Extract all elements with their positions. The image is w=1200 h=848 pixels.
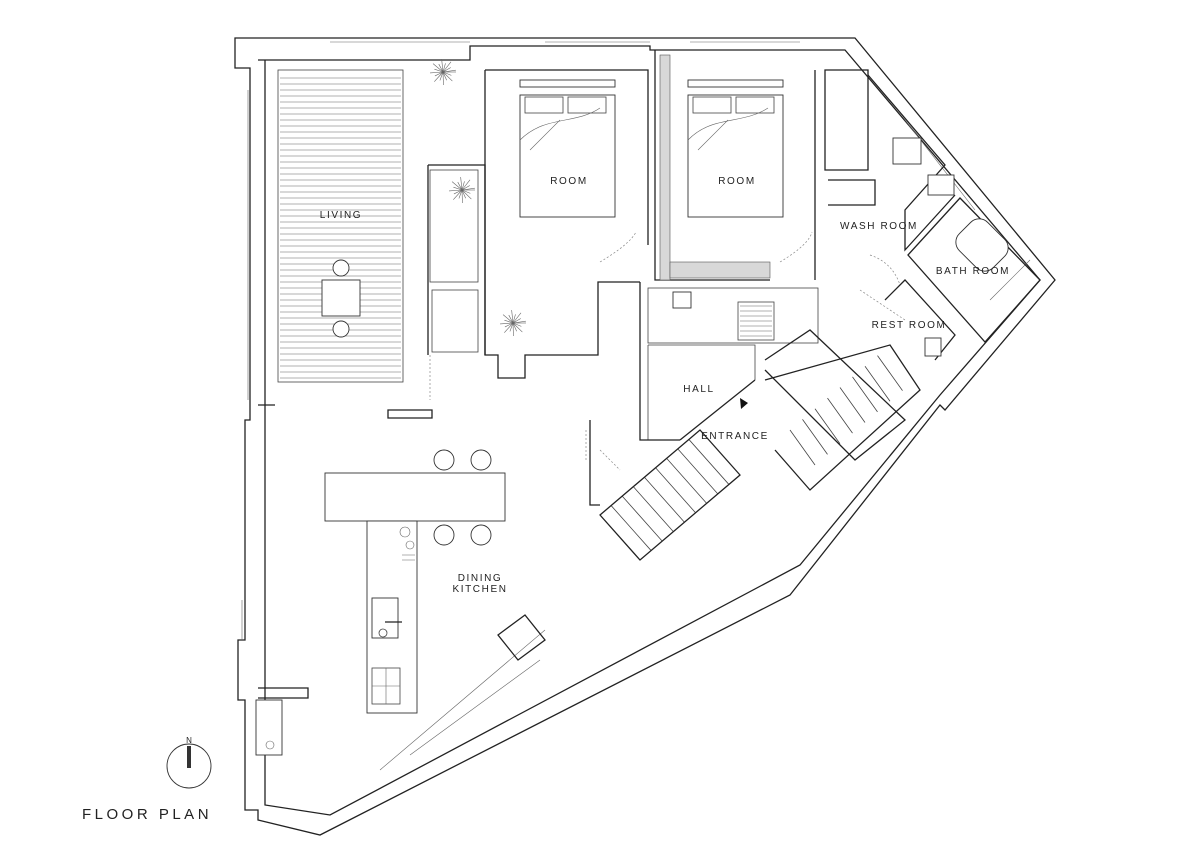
label-entrance: ENTRANCE xyxy=(701,431,769,442)
label-room-1: ROOM xyxy=(550,176,588,187)
label-rest-room: REST ROOM xyxy=(872,320,947,331)
label-dining: DINING xyxy=(458,573,503,584)
north-arrow: N xyxy=(166,736,212,789)
bedroom-2 xyxy=(654,50,816,281)
drawing-title: FLOOR PLAN xyxy=(82,806,212,823)
living-area xyxy=(258,59,486,419)
dining-kitchen xyxy=(255,449,546,756)
label-room-2: ROOM xyxy=(718,176,756,187)
room-labels: LIVING ROOM ROOM WASH ROOM BATH ROOM RES… xyxy=(320,176,1010,595)
label-wash-room: WASH ROOM xyxy=(840,221,918,232)
wet-area xyxy=(824,69,1041,361)
label-bath-room: BATH ROOM xyxy=(936,266,1010,277)
label-hall: HALL xyxy=(683,384,714,395)
label-living: LIVING xyxy=(320,210,362,221)
bedroom-1 xyxy=(484,69,649,379)
hall-entrance xyxy=(585,282,921,561)
label-kitchen: KITCHEN xyxy=(452,584,507,595)
north-label: N xyxy=(186,736,192,745)
outer-walls xyxy=(234,37,1056,836)
